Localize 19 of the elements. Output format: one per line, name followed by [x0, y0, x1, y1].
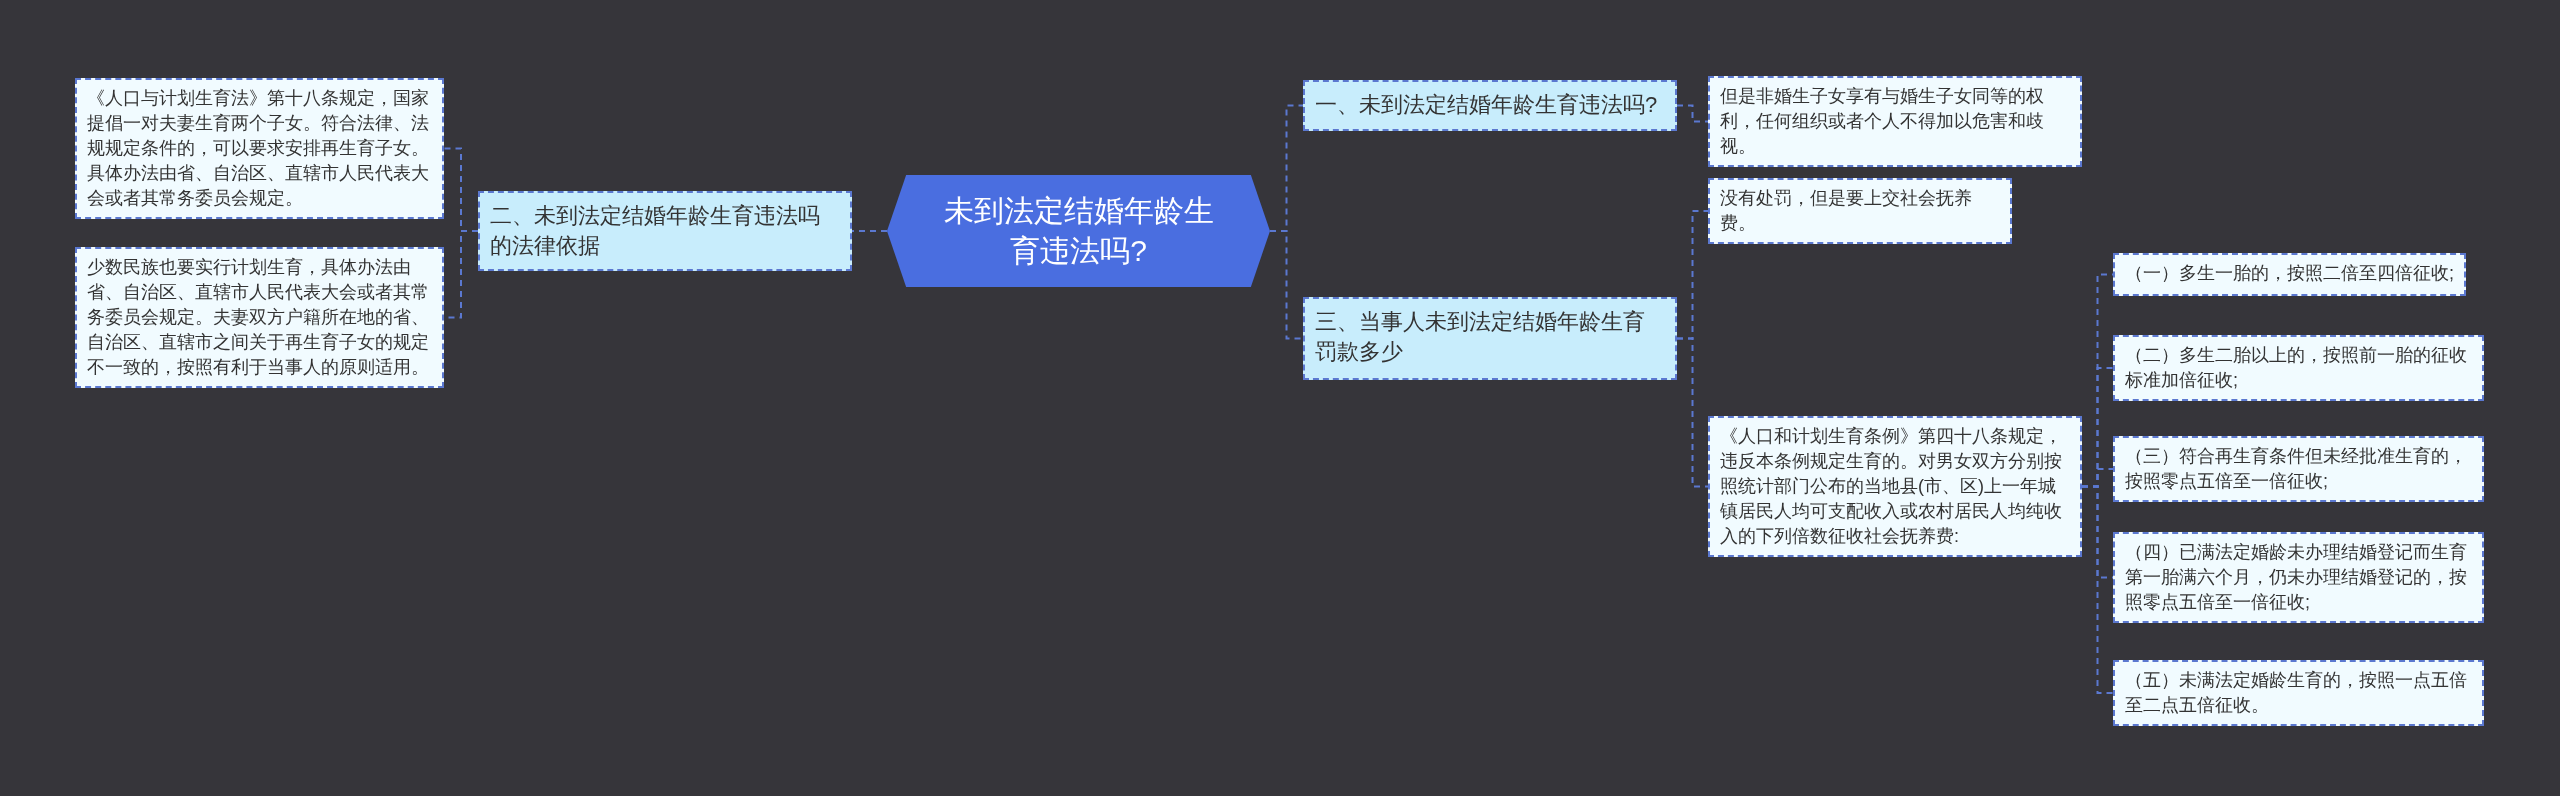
connector-line — [1269, 230, 1304, 340]
text-box: 《人口和计划生育条例》第四十八条规定，违反本条例规定生育的。对男女双方分别按照统计部门公布的当地县(市、区)上一年城镇居民人均可支配收入或农村居民人均纯收入的下列倍数征收社会抚养费: — [1708, 416, 2082, 557]
connector-line — [851, 230, 888, 232]
text-box: （二）多生二胎以上的，按照前一胎的征收标准加倍征收; — [2113, 335, 2484, 401]
text-box: 少数民族也要实行计划生育，具体办法由省、自治区、直辖市人民代表大会或者其常务委员会规定。夫妻双方户籍所在地的省、自治区、直辖市之间关于再生育子女的规定不一致的，按照有利于当事人的原则适用。 — [75, 247, 444, 388]
text-box: （四）已满法定婚龄未办理结婚登记而生育第一胎满六个月，仍未办理结婚登记的，按照零点五倍至一倍征收; — [2113, 532, 2484, 623]
topic-box: 二、未到法定结婚年龄生育违法吗的法律依据 — [478, 191, 852, 271]
topic-box: 三、当事人未到法定结婚年龄生育罚款多少 — [1303, 297, 1677, 380]
text-box: （三）符合再生育条件但未经批准生育的，按照零点五倍至一倍征收; — [2113, 436, 2484, 502]
text-box: 但是非婚生子女享有与婚生子女同等的权利，任何组织或者个人不得加以危害和歧视。 — [1708, 76, 2082, 167]
text-box: （一）多生一胎的，按照二倍至四倍征收; — [2113, 253, 2466, 296]
central-topic: 未到法定结婚年龄生育违法吗? — [887, 175, 1270, 287]
text-box: （五）未满法定婚龄生育的，按照一点五倍至二点五倍征收。 — [2113, 660, 2484, 726]
text-box: 没有处罚，但是要上交社会抚养费。 — [1708, 178, 2012, 244]
connector-line — [2081, 485, 2114, 694]
connector-line — [1676, 104, 1709, 123]
topic-box: 一、未到法定结婚年龄生育违法吗? — [1303, 80, 1677, 131]
text-box: 《人口与计划生育法》第十八条规定，国家提倡一对夫妻生育两个子女。符合法律、法规规定条件的，可以要求安排再生育子女。具体办法由省、自治区、直辖市人民代表大会或者其常务委员会规定。 — [75, 78, 444, 219]
connector-line — [1676, 337, 1709, 488]
